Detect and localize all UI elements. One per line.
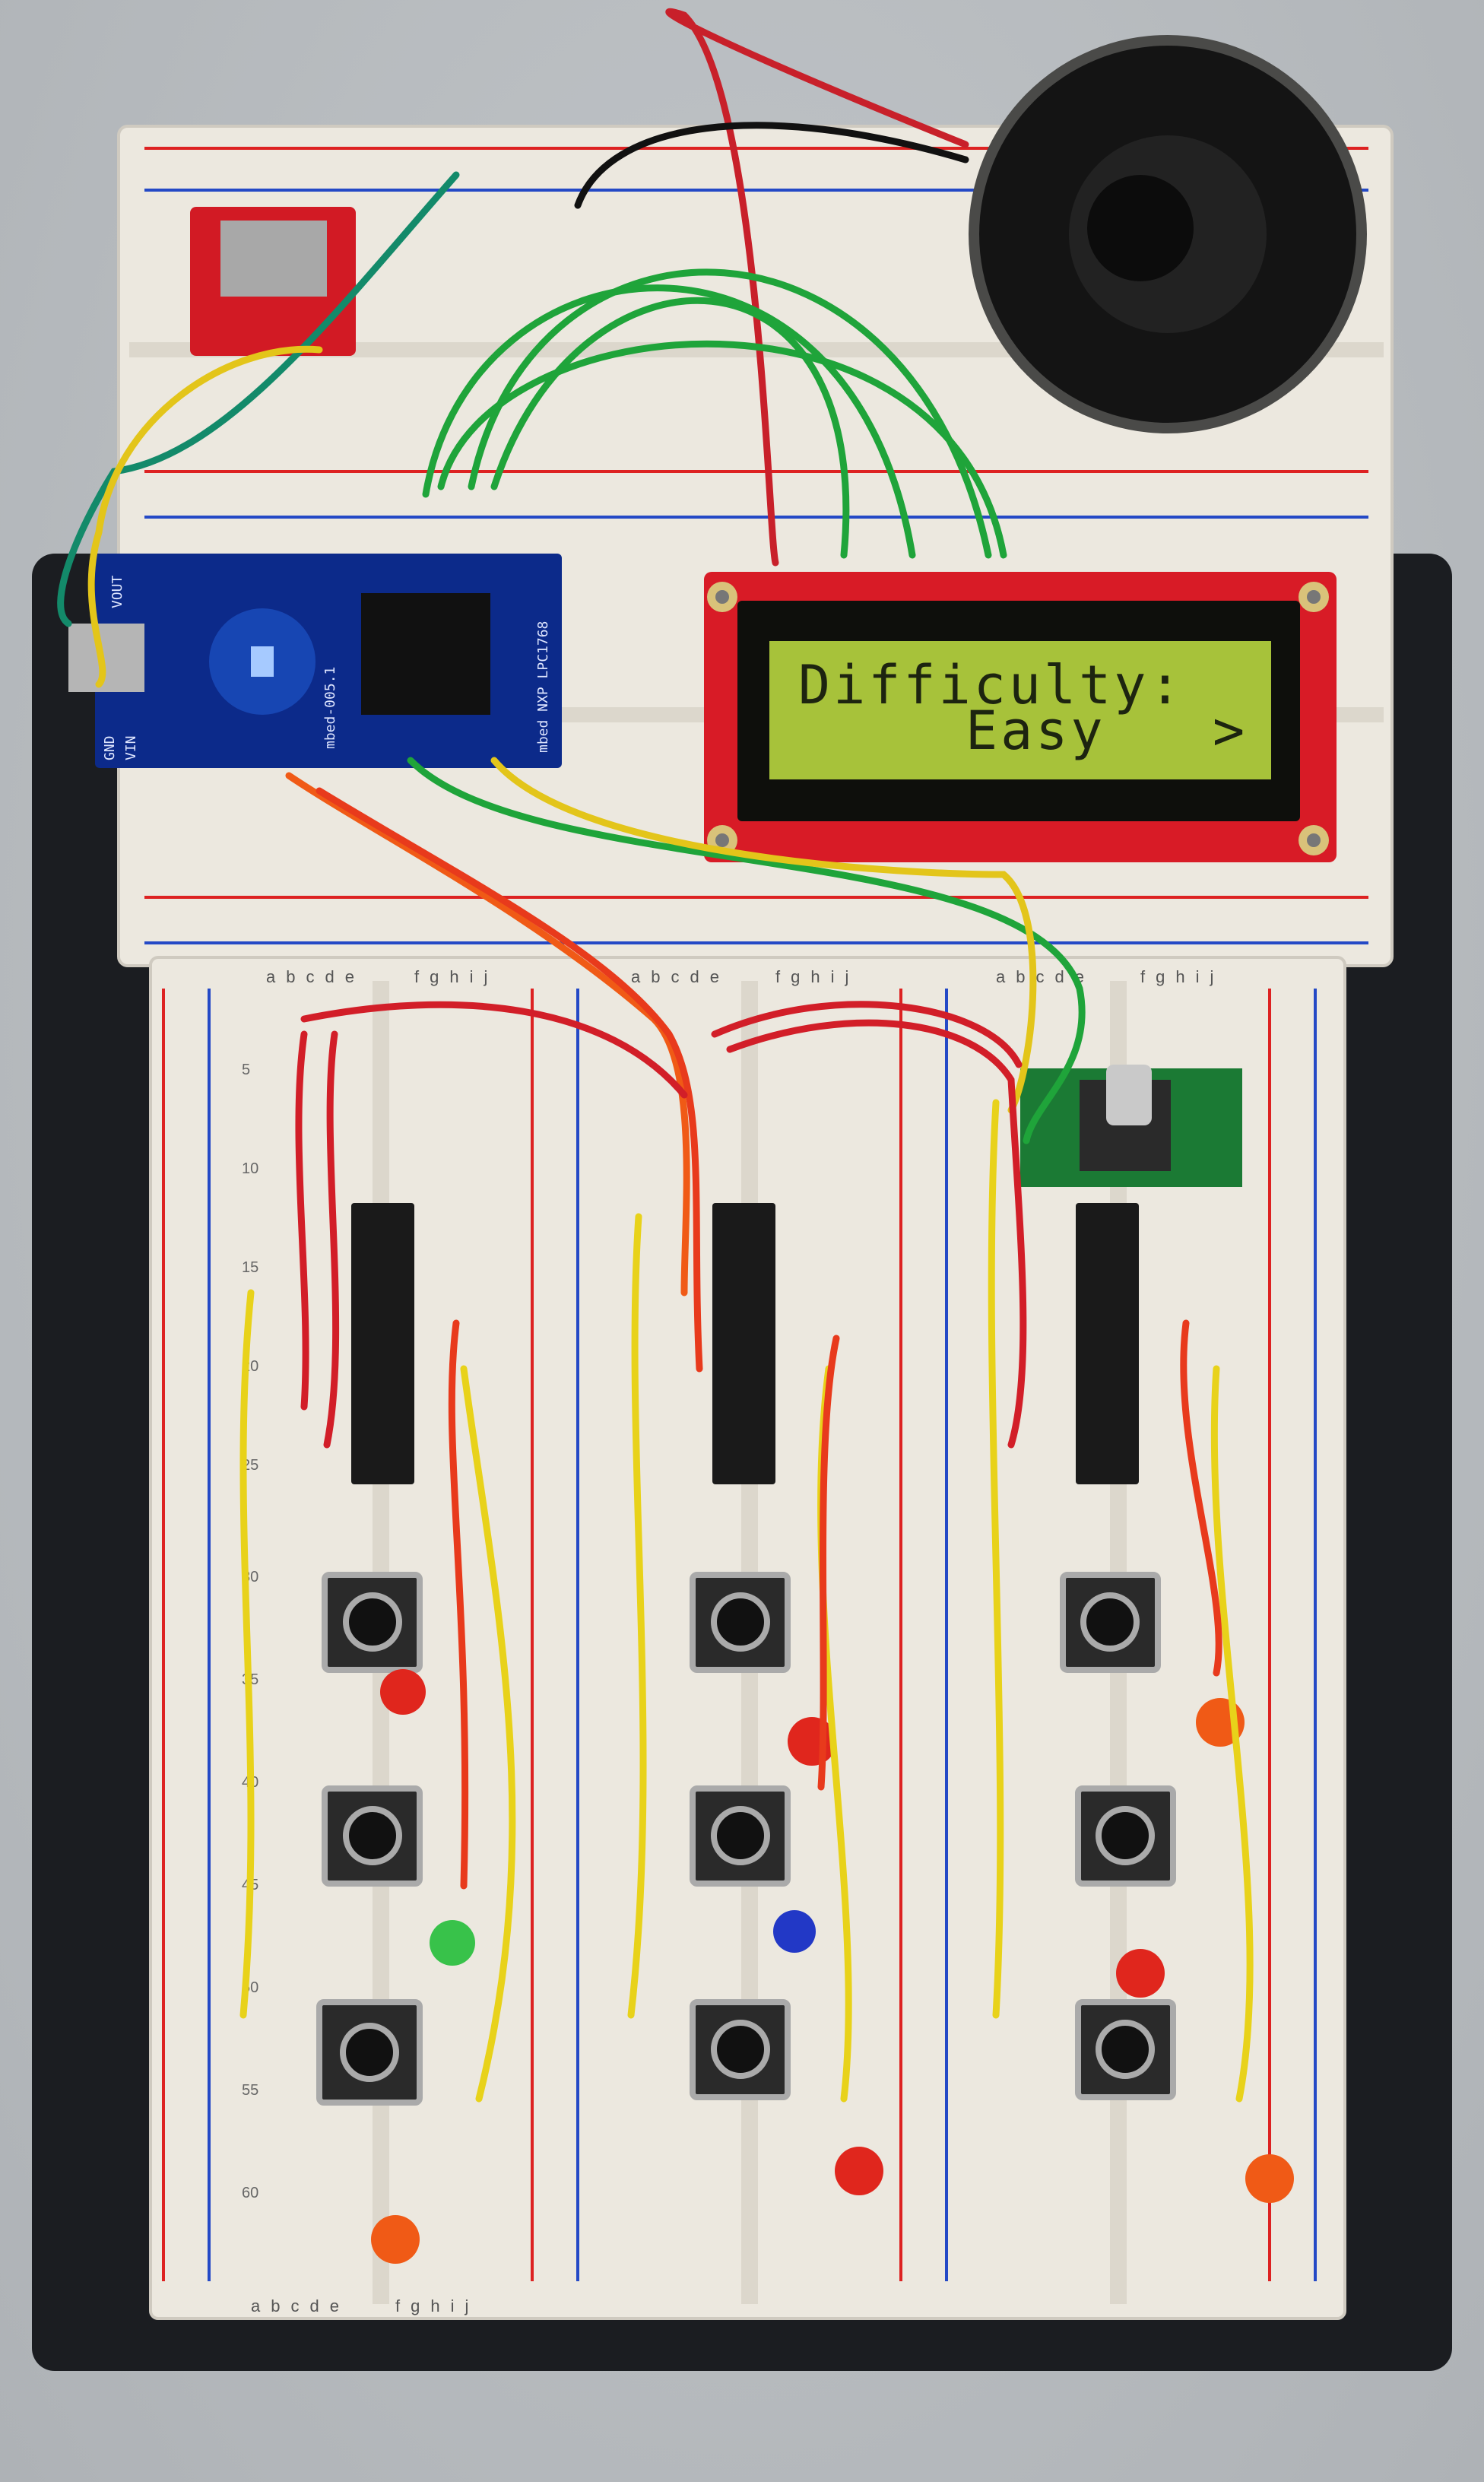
row-letters-right: fghij	[775, 967, 859, 986]
mbed-label: mbed NXP LPC1768	[535, 621, 551, 753]
pin-gnd: GND	[102, 735, 118, 760]
row-letters-right: fghij	[395, 2296, 479, 2315]
dip-chip	[712, 1203, 775, 1484]
lcd-module: Difficulty: Easy >	[704, 572, 1337, 862]
push-button	[1060, 1572, 1161, 1673]
push-button	[690, 1999, 791, 2100]
sd-card-breakout	[190, 207, 356, 356]
led-red	[835, 2147, 883, 2195]
jumper-wires	[57, 8, 1254, 2103]
row-number: 55	[242, 2082, 258, 2099]
row-letters-right: fghij	[414, 967, 498, 986]
pin-vout: VOUT	[109, 575, 125, 608]
speaker	[969, 35, 1367, 433]
dip-chip	[351, 1203, 414, 1484]
row-number: 10	[242, 1160, 258, 1177]
led-blue	[773, 1910, 816, 1953]
push-button	[690, 1572, 791, 1673]
push-button	[1075, 1999, 1176, 2100]
led-red	[1116, 1949, 1165, 1998]
push-button	[316, 1999, 423, 2106]
row-number: 15	[242, 1259, 258, 1276]
row-number: 60	[242, 2185, 258, 2201]
pin-vin: VIN	[123, 735, 139, 760]
row-letters-left: abcde	[251, 2296, 350, 2315]
push-button	[322, 1785, 423, 1887]
lcd-screen	[769, 641, 1271, 779]
push-button	[690, 1785, 791, 1887]
dip-chip	[1076, 1203, 1139, 1484]
row-number: 5	[242, 1062, 250, 1078]
row-letters-left: abcde	[266, 967, 365, 986]
led-green	[430, 1920, 475, 1966]
led-orange	[371, 2215, 420, 2264]
rotary-encoder	[1020, 1065, 1242, 1187]
push-button	[322, 1572, 423, 1673]
lcd-line-1: Difficulty:	[798, 654, 1184, 716]
row-letters-left: abcde	[631, 967, 730, 986]
mbed-revision: mbed-005.1	[322, 667, 338, 749]
lcd-arrow-indicator: >	[1213, 700, 1248, 762]
mbed-board: mbed NXP LPC1768 mbed-005.1 VOUT GND VIN	[68, 554, 562, 768]
led-red	[380, 1669, 426, 1715]
push-button	[1075, 1785, 1176, 1887]
lcd-line-2: Easy	[966, 700, 1106, 762]
led-orange	[1245, 2154, 1294, 2203]
row-letters-right: fghij	[1140, 967, 1224, 986]
